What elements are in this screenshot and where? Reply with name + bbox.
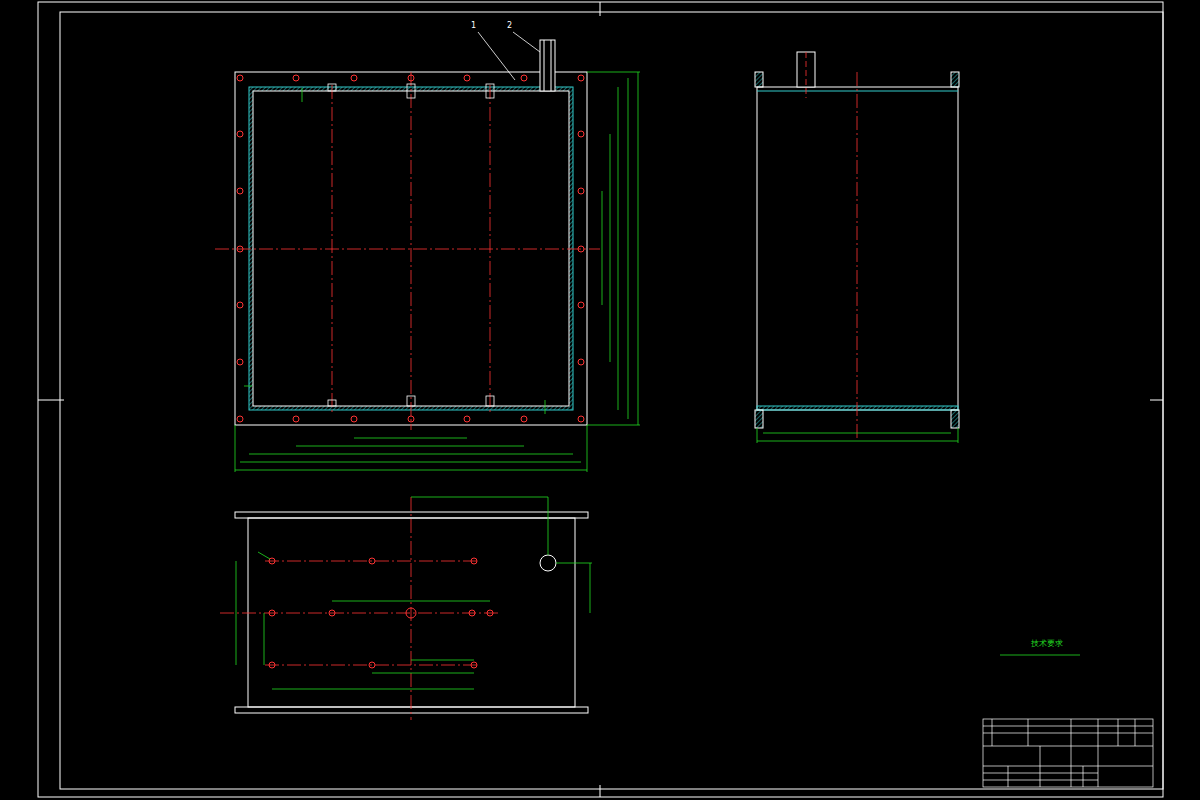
front-view bbox=[215, 32, 640, 472]
sheet-frame bbox=[38, 2, 1163, 797]
callout-number: 1 bbox=[470, 22, 477, 30]
callout-number: 2 bbox=[506, 22, 513, 30]
bottom-view bbox=[220, 497, 592, 720]
note-line bbox=[1000, 655, 1080, 656]
side-view bbox=[755, 52, 959, 443]
note-heading: 技术要求 bbox=[1030, 640, 1064, 648]
title-block bbox=[983, 719, 1153, 787]
